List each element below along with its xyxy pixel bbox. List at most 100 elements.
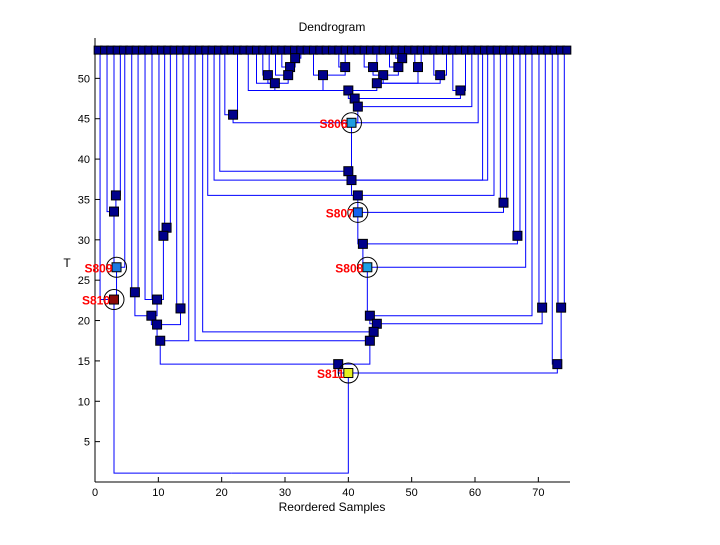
dendrogram-link [366,267,370,317]
x-tick-label: 0 [92,487,98,499]
node-marker [552,359,563,370]
dendrogram-link [460,50,466,91]
node-marker [368,326,379,337]
node-marker [371,78,382,89]
dendrogram-link [115,50,121,196]
x-tick-label: 20 [216,487,228,499]
node-highlight-circle [337,362,359,384]
dendrogram-link [557,307,562,365]
dendrogram-link [369,50,533,317]
x-tick-label: 50 [406,487,418,499]
dendrogram-link [338,340,371,365]
dendrogram-link [503,50,508,204]
dendrogram-link [542,50,546,309]
dendrogram-link [351,50,479,124]
dendrogram-link [452,50,461,91]
dendrogram-link [376,307,543,325]
node-marker [352,190,363,201]
y-tick-label: 25 [78,275,90,287]
node-highlight-circle [103,289,125,311]
node-marker [262,70,273,81]
dendrogram-link [231,373,349,474]
dendrogram-link [166,50,171,229]
node-marker [357,238,368,249]
node-highlight-circle [356,256,378,278]
dendrogram-link [517,50,521,237]
y-tick-label: 5 [84,437,90,449]
node-marker [368,62,379,73]
node-marker [498,197,509,208]
node-marker [146,310,157,321]
node-marker [343,166,354,177]
dendrogram-links [99,50,565,474]
node-marker [158,230,169,241]
dendrogram-link [159,340,339,365]
x-tick-label: 10 [152,487,164,499]
x-axis-label: Reordered Samples [279,500,386,514]
dendrogram-link [134,292,152,317]
node-label: S810 [82,294,110,308]
highlighted-node-marker [109,294,119,305]
dendrogram-link [176,50,181,309]
y-tick-label: 40 [78,154,90,166]
node-marker [364,310,375,321]
dendrogram-link [113,211,117,268]
dendrogram-link [213,50,352,181]
node-marker [352,101,363,112]
y-tick-label: 50 [78,73,90,85]
node-marker [340,62,351,73]
dendrogram-link [224,50,234,116]
highlighted-node-marker [111,262,122,273]
node-label: S806 [319,117,347,131]
x-tick-label: 70 [532,487,544,499]
node-marker [152,319,163,330]
node-marker [455,85,466,96]
y-tick-label: 35 [78,194,90,206]
node-marker [343,85,354,96]
y-tick-label: 10 [78,396,90,408]
y-axis-label: T [63,256,71,270]
dendrogram-link [357,50,495,196]
dendrogram-link [247,50,349,91]
dendrogram-link [160,50,190,342]
highlighted-node-marker [352,207,363,218]
node-marker [155,335,166,346]
dendrogram-link [202,50,374,333]
dendrogram-link [113,299,232,474]
node-marker [110,190,121,201]
dendrogram-link [367,50,527,268]
node-marker [318,70,328,81]
node-marker [435,70,446,81]
dendrogram-link [219,50,349,172]
node-marker [393,62,404,73]
dendrogram-link [157,308,181,326]
node-marker [413,62,423,73]
dendrogram-link [106,50,114,213]
highlighted-node-marker [362,262,373,273]
node-highlight-circle [341,112,362,134]
dendrogram-link [354,90,461,100]
node-highlight-circle [347,201,369,223]
highlighted-node-marker [343,368,354,379]
dendrogram-link [256,50,275,84]
dendrogram-link [157,235,164,301]
dendrogram-link [499,50,504,204]
dendrogram-link [513,50,518,237]
node-label: S811 [317,367,345,381]
node-marker [397,53,408,64]
node-marker [152,294,163,305]
dendrogram-link [164,50,167,229]
dendrogram-link [561,50,565,309]
highlighted-node-marker [346,117,357,128]
node-highlight-circle [106,256,128,278]
node-label: S807 [326,206,354,220]
node-marker [556,302,567,313]
dendrogram-link [538,50,543,309]
dendrogram-link [551,50,558,365]
x-tick-label: 40 [342,487,354,499]
y-tick-label: 15 [78,356,90,368]
y-tick-label: 30 [78,235,90,247]
